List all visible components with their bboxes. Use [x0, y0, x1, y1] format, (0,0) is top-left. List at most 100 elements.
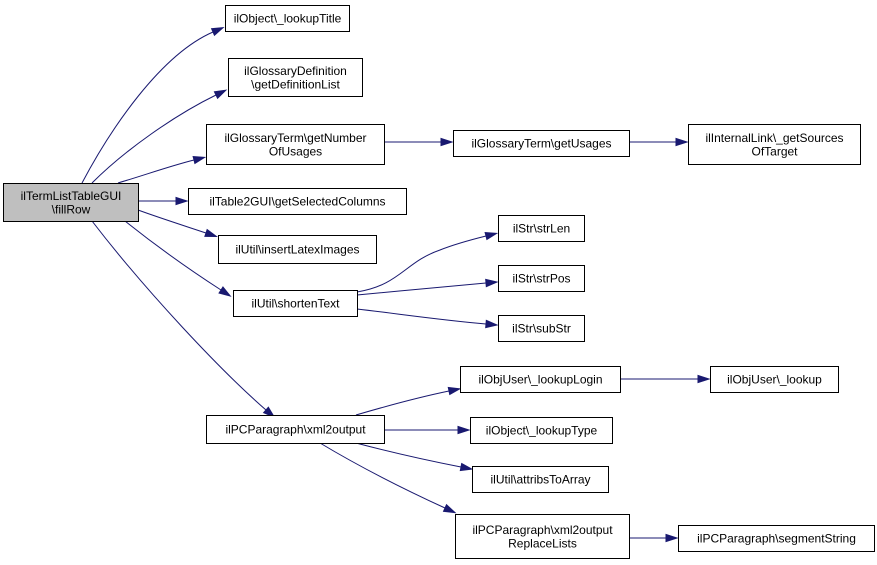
- node-label: ilGlossaryDefinition: [244, 64, 347, 78]
- edge-line: [356, 308, 487, 325]
- node-box: [218, 235, 377, 264]
- arrowhead-icon: [459, 462, 474, 472]
- node-label: ilPCParagraph\segmentString: [697, 532, 856, 546]
- function-node[interactable]: ilGlossaryTerm\getUsages: [453, 130, 630, 157]
- node-label: ilStr\subStr: [512, 322, 571, 336]
- edge-n3-n8: [384, 137, 454, 147]
- arrowhead-icon: [204, 228, 218, 237]
- edge-line: [319, 442, 446, 509]
- function-node[interactable]: ilTable2GUI\getSelectedColumns: [188, 188, 407, 215]
- arrowhead-icon: [213, 89, 228, 100]
- function-node[interactable]: ilUtil\insertLatexImages: [218, 235, 377, 264]
- nodes-layer: ilTermListTableGUI\fillRow ilObject\_look…: [3, 5, 875, 559]
- edge-n6-n11: [356, 278, 499, 296]
- edge-n7-n15: [355, 442, 474, 472]
- node-label: ilUtil\insertLatexImages: [235, 243, 359, 257]
- node-label: ilObjUser\_lookup: [727, 373, 822, 387]
- node-box: [498, 215, 585, 242]
- node-label: ilStr\strPos: [512, 272, 570, 286]
- function-node[interactable]: ilUtil\shortenText: [233, 290, 358, 317]
- node-label: ilGlossaryTerm\getNumber: [224, 131, 366, 145]
- arrowhead-icon: [175, 196, 189, 206]
- node-label: ilPCParagraph\xml2output: [472, 523, 613, 537]
- node-box: [233, 290, 358, 317]
- node-label: ilStr\strLen: [513, 222, 570, 236]
- function-node[interactable]: ilPCParagraph\xml2output: [206, 415, 385, 444]
- node-box: [455, 514, 630, 559]
- root-node[interactable]: ilTermListTableGUI\fillRow: [3, 183, 139, 222]
- node-label: ilObject\_lookupType: [486, 424, 598, 438]
- function-node[interactable]: ilStr\strPos: [498, 265, 585, 292]
- function-node[interactable]: ilUtil\attribsToArray: [472, 466, 609, 493]
- node-label: \getDefinitionList: [251, 77, 340, 91]
- function-node[interactable]: ilStr\strLen: [498, 215, 585, 242]
- node-label: OfTarget: [751, 144, 798, 158]
- node-box: [228, 58, 363, 97]
- node-box: [453, 130, 630, 157]
- edge-n0-n1: [81, 26, 225, 184]
- node-box: [472, 466, 609, 493]
- function-node[interactable]: ilObject\_lookupType: [470, 417, 613, 444]
- arrowhead-icon: [485, 278, 499, 288]
- edge-line: [355, 390, 450, 416]
- edge-line: [355, 442, 462, 468]
- arrowhead-icon: [262, 406, 276, 419]
- edge-n0-n3: [117, 155, 207, 184]
- node-box: [3, 183, 139, 222]
- edges-layer: [81, 26, 711, 543]
- node-box: [460, 366, 621, 393]
- node-label: OfUsages: [269, 144, 322, 158]
- arrowhead-icon: [697, 374, 711, 384]
- function-node[interactable]: ilPCParagraph\segmentString: [678, 525, 875, 552]
- edge-n0-n6: [124, 220, 232, 297]
- function-node[interactable]: ilStr\subStr: [498, 315, 585, 342]
- node-label: ilTable2GUI\getSelectedColumns: [209, 195, 385, 209]
- node-label: ilGlossaryTerm\getUsages: [471, 137, 611, 151]
- function-node[interactable]: ilObject\_lookupTitle: [225, 5, 350, 32]
- arrowhead-icon: [442, 503, 457, 514]
- node-label: ilObject\_lookupTitle: [234, 12, 342, 26]
- arrowhead-icon: [457, 425, 471, 435]
- arrowhead-icon: [484, 231, 499, 241]
- edge-n6-n10: [356, 231, 499, 293]
- edge-n0-n7: [91, 220, 276, 419]
- arrowhead-icon: [447, 386, 462, 396]
- node-box: [470, 417, 613, 444]
- node-label: ilInternalLink\_getSources: [705, 131, 843, 145]
- edge-line: [81, 31, 214, 184]
- edge-line: [117, 159, 195, 184]
- edge-line: [91, 94, 217, 184]
- function-node[interactable]: ilObjUser\_lookupLogin: [460, 366, 621, 393]
- node-box: [206, 124, 385, 165]
- node-box: [710, 366, 839, 393]
- node-label: ilUtil\attribsToArray: [490, 473, 590, 487]
- node-label: ReplaceLists: [508, 536, 577, 550]
- edge-n0-n5: [137, 209, 218, 237]
- edge-n0-n2: [91, 89, 228, 184]
- function-node[interactable]: ilObjUser\_lookup: [710, 366, 839, 393]
- function-node[interactable]: ilGlossaryDefinition\getDefinitionList: [228, 58, 363, 97]
- edge-n16-n18: [629, 533, 679, 543]
- edge-line: [356, 235, 487, 293]
- edge-n13-n17: [620, 374, 711, 384]
- node-label: ilPCParagraph\xml2output: [225, 423, 366, 437]
- node-box: [498, 315, 585, 342]
- node-label: ilObjUser\_lookupLogin: [478, 373, 602, 387]
- edge-n0-n4: [138, 196, 189, 206]
- node-label: ilTermListTableGUI: [21, 189, 122, 203]
- edge-line: [137, 209, 207, 234]
- edge-n7-n13: [355, 386, 462, 416]
- arrowhead-icon: [440, 137, 454, 147]
- node-box: [678, 525, 875, 552]
- node-box: [225, 5, 350, 32]
- arrowhead-icon: [485, 319, 499, 329]
- arrowhead-icon: [665, 533, 679, 543]
- node-box: [688, 124, 861, 165]
- node-box: [188, 188, 407, 215]
- node-label: ilUtil\shortenText: [251, 297, 340, 311]
